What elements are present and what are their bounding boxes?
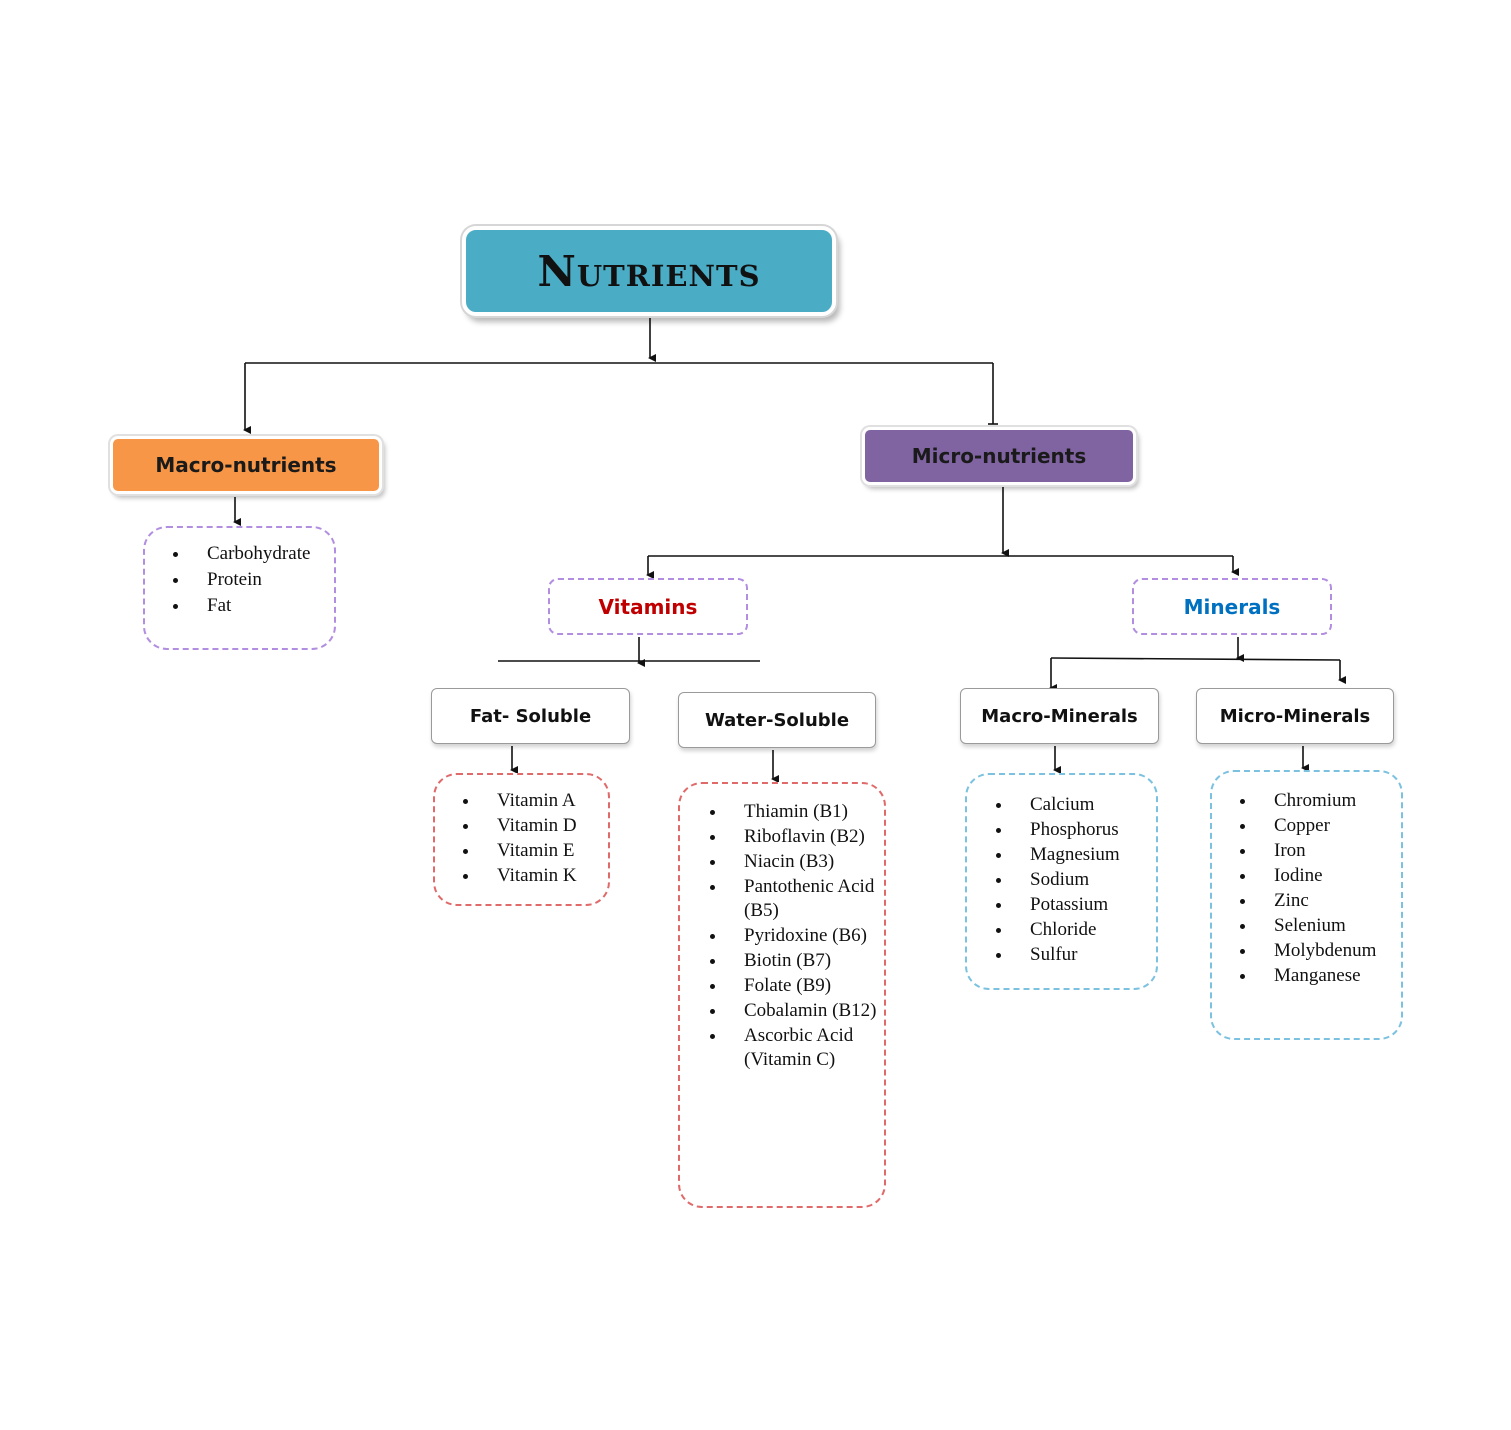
micro-minerals-list: Chromium Copper Iron Iodine Zinc Seleniu… (1240, 789, 1392, 989)
list-item: Phosphorus (996, 819, 1119, 840)
nutrients-root-label: Nutrients (537, 246, 761, 296)
micro-nutrients-node: Micro-nutrients (862, 427, 1136, 485)
fat-soluble-label: Fat- Soluble (469, 705, 592, 727)
list-item: Iodine (1240, 864, 1392, 888)
water-soluble-list: Thiamin (B1) Riboflavin (B2) Niacin (B3)… (710, 800, 880, 1073)
list-item: Iron (1240, 839, 1392, 863)
macro-nutrients-node: Macro-nutrients (110, 436, 382, 494)
list-item: Cobalamin (B12) (710, 999, 880, 1023)
macro-minerals-label: Macro-Minerals (981, 705, 1138, 727)
list-item: Vitamin E (463, 839, 577, 863)
list-item: Carbohydrate (172, 543, 311, 564)
list-item: Pyridoxine (B6) (710, 924, 880, 948)
list-item: Ascorbic Acid (Vitamin C) (710, 1024, 880, 1072)
list-item: Protein (172, 568, 310, 592)
list-item: Riboflavin (B2) (710, 825, 880, 849)
minerals-node: Minerals (1132, 578, 1332, 635)
list-item: Chloride (996, 918, 1120, 942)
list-item: Pantothenic Acid (B5) (710, 875, 880, 923)
micro-minerals-list-box: Chromium Copper Iron Iodine Zinc Seleniu… (1210, 770, 1403, 1040)
macro-nutrients-label: Macro-nutrients (155, 453, 337, 477)
list-item: Zinc (1240, 889, 1392, 913)
fat-soluble-node: Fat- Soluble (431, 688, 630, 744)
vitamins-label: Vitamins (598, 594, 698, 619)
micro-minerals-node: Micro-Minerals (1196, 688, 1394, 744)
fat-soluble-list-box: Vitamin A Vitamin D Vitamin E Vitamin K (433, 773, 610, 906)
minerals-label: Minerals (1183, 594, 1281, 619)
water-soluble-list-box: Thiamin (B1) Riboflavin (B2) Niacin (B3)… (678, 782, 886, 1208)
water-soluble-label: Water-Soluble (704, 709, 850, 731)
list-item: Vitamin D (463, 815, 577, 836)
list-item: Chromium (1240, 789, 1392, 813)
macro-nutrients-list: Carbohydrate Protein Fat (172, 542, 311, 620)
list-item: Sodium (996, 868, 1120, 892)
list-item: Potassium (996, 893, 1120, 917)
list-item: Copper (1240, 814, 1392, 838)
list-item: Molybdenum (1240, 939, 1392, 963)
list-item: Fat (172, 594, 310, 618)
list-item: Folate (B9) (710, 974, 880, 998)
macro-nutrients-list-box: Carbohydrate Protein Fat (143, 526, 336, 650)
fat-soluble-list: Vitamin A Vitamin D Vitamin E Vitamin K (463, 789, 577, 889)
list-item: Vitamin A (463, 790, 576, 811)
list-item: Calcium (996, 793, 1120, 817)
list-item: Manganese (1240, 964, 1392, 988)
list-item: Thiamin (B1) (710, 800, 880, 824)
micro-minerals-label: Micro-Minerals (1219, 705, 1371, 727)
list-item: Niacin (B3) (710, 850, 880, 874)
nutrients-root-node: Nutrients (462, 226, 836, 316)
list-item: Sulfur (996, 943, 1120, 967)
list-item: Biotin (B7) (710, 949, 880, 973)
vitamins-node: Vitamins (548, 578, 748, 635)
list-item: Selenium (1240, 914, 1392, 938)
macro-minerals-list-box: Calcium Phosphorus Magnesium Sodium Pota… (965, 773, 1158, 990)
list-item: Magnesium (996, 844, 1120, 865)
water-soluble-node: Water-Soluble (678, 692, 876, 748)
macro-minerals-list: Calcium Phosphorus Magnesium Sodium Pota… (996, 793, 1120, 968)
list-item: Vitamin K (463, 865, 577, 886)
micro-nutrients-label: Micro-nutrients (911, 444, 1087, 468)
macro-minerals-node: Macro-Minerals (960, 688, 1159, 744)
